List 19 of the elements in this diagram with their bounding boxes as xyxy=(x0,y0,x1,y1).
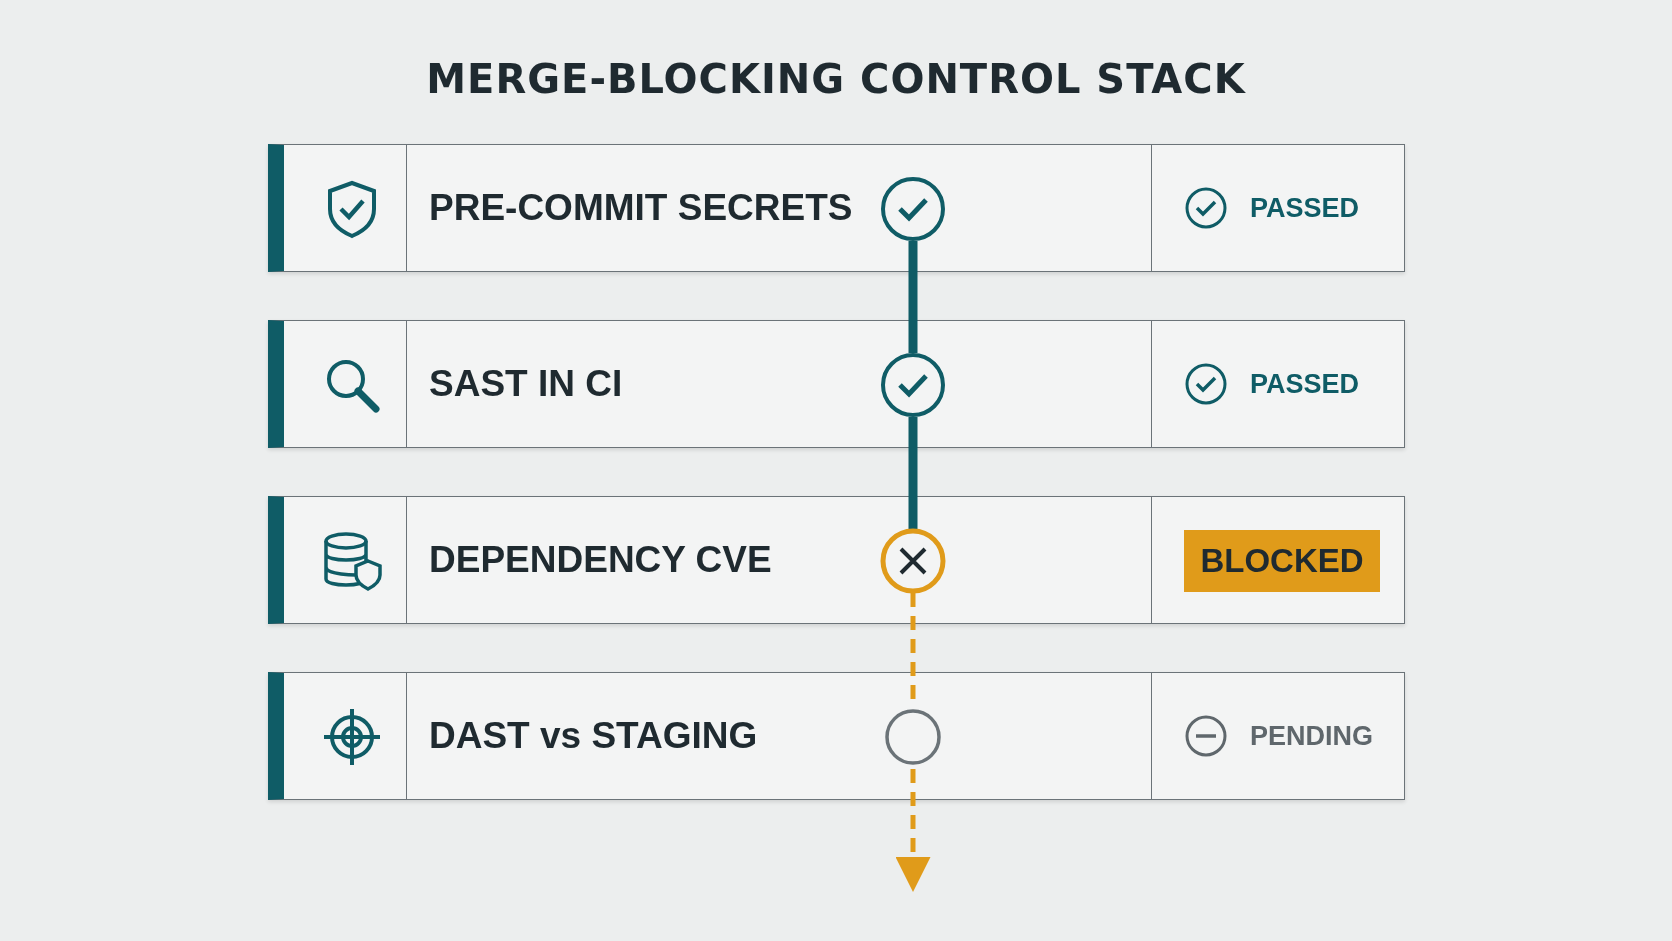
control-row xyxy=(268,144,1405,272)
control-row xyxy=(268,672,1405,800)
control-name: SAST IN CI xyxy=(429,363,623,405)
check-circle xyxy=(879,351,947,419)
status-badge: BLOCKED xyxy=(1184,530,1380,592)
blocked-x-circle xyxy=(879,527,947,595)
connector-line xyxy=(908,417,918,529)
control-row xyxy=(268,320,1405,448)
connector-line xyxy=(908,241,918,353)
control-name: PRE-COMMIT SECRETS xyxy=(429,187,853,229)
control-row xyxy=(268,496,1405,624)
control-name: DAST vs STAGING xyxy=(429,715,758,757)
status-label: PASSED xyxy=(1250,192,1360,224)
arrow xyxy=(895,769,931,892)
diagram-title: MERGE-BLOCKING CONTROL STACK xyxy=(425,56,1247,102)
status-label: PASSED xyxy=(1250,368,1360,400)
status-label: PENDING xyxy=(1250,720,1374,752)
check-circle xyxy=(879,175,947,243)
control-name: DEPENDENCY CVE xyxy=(429,539,772,581)
